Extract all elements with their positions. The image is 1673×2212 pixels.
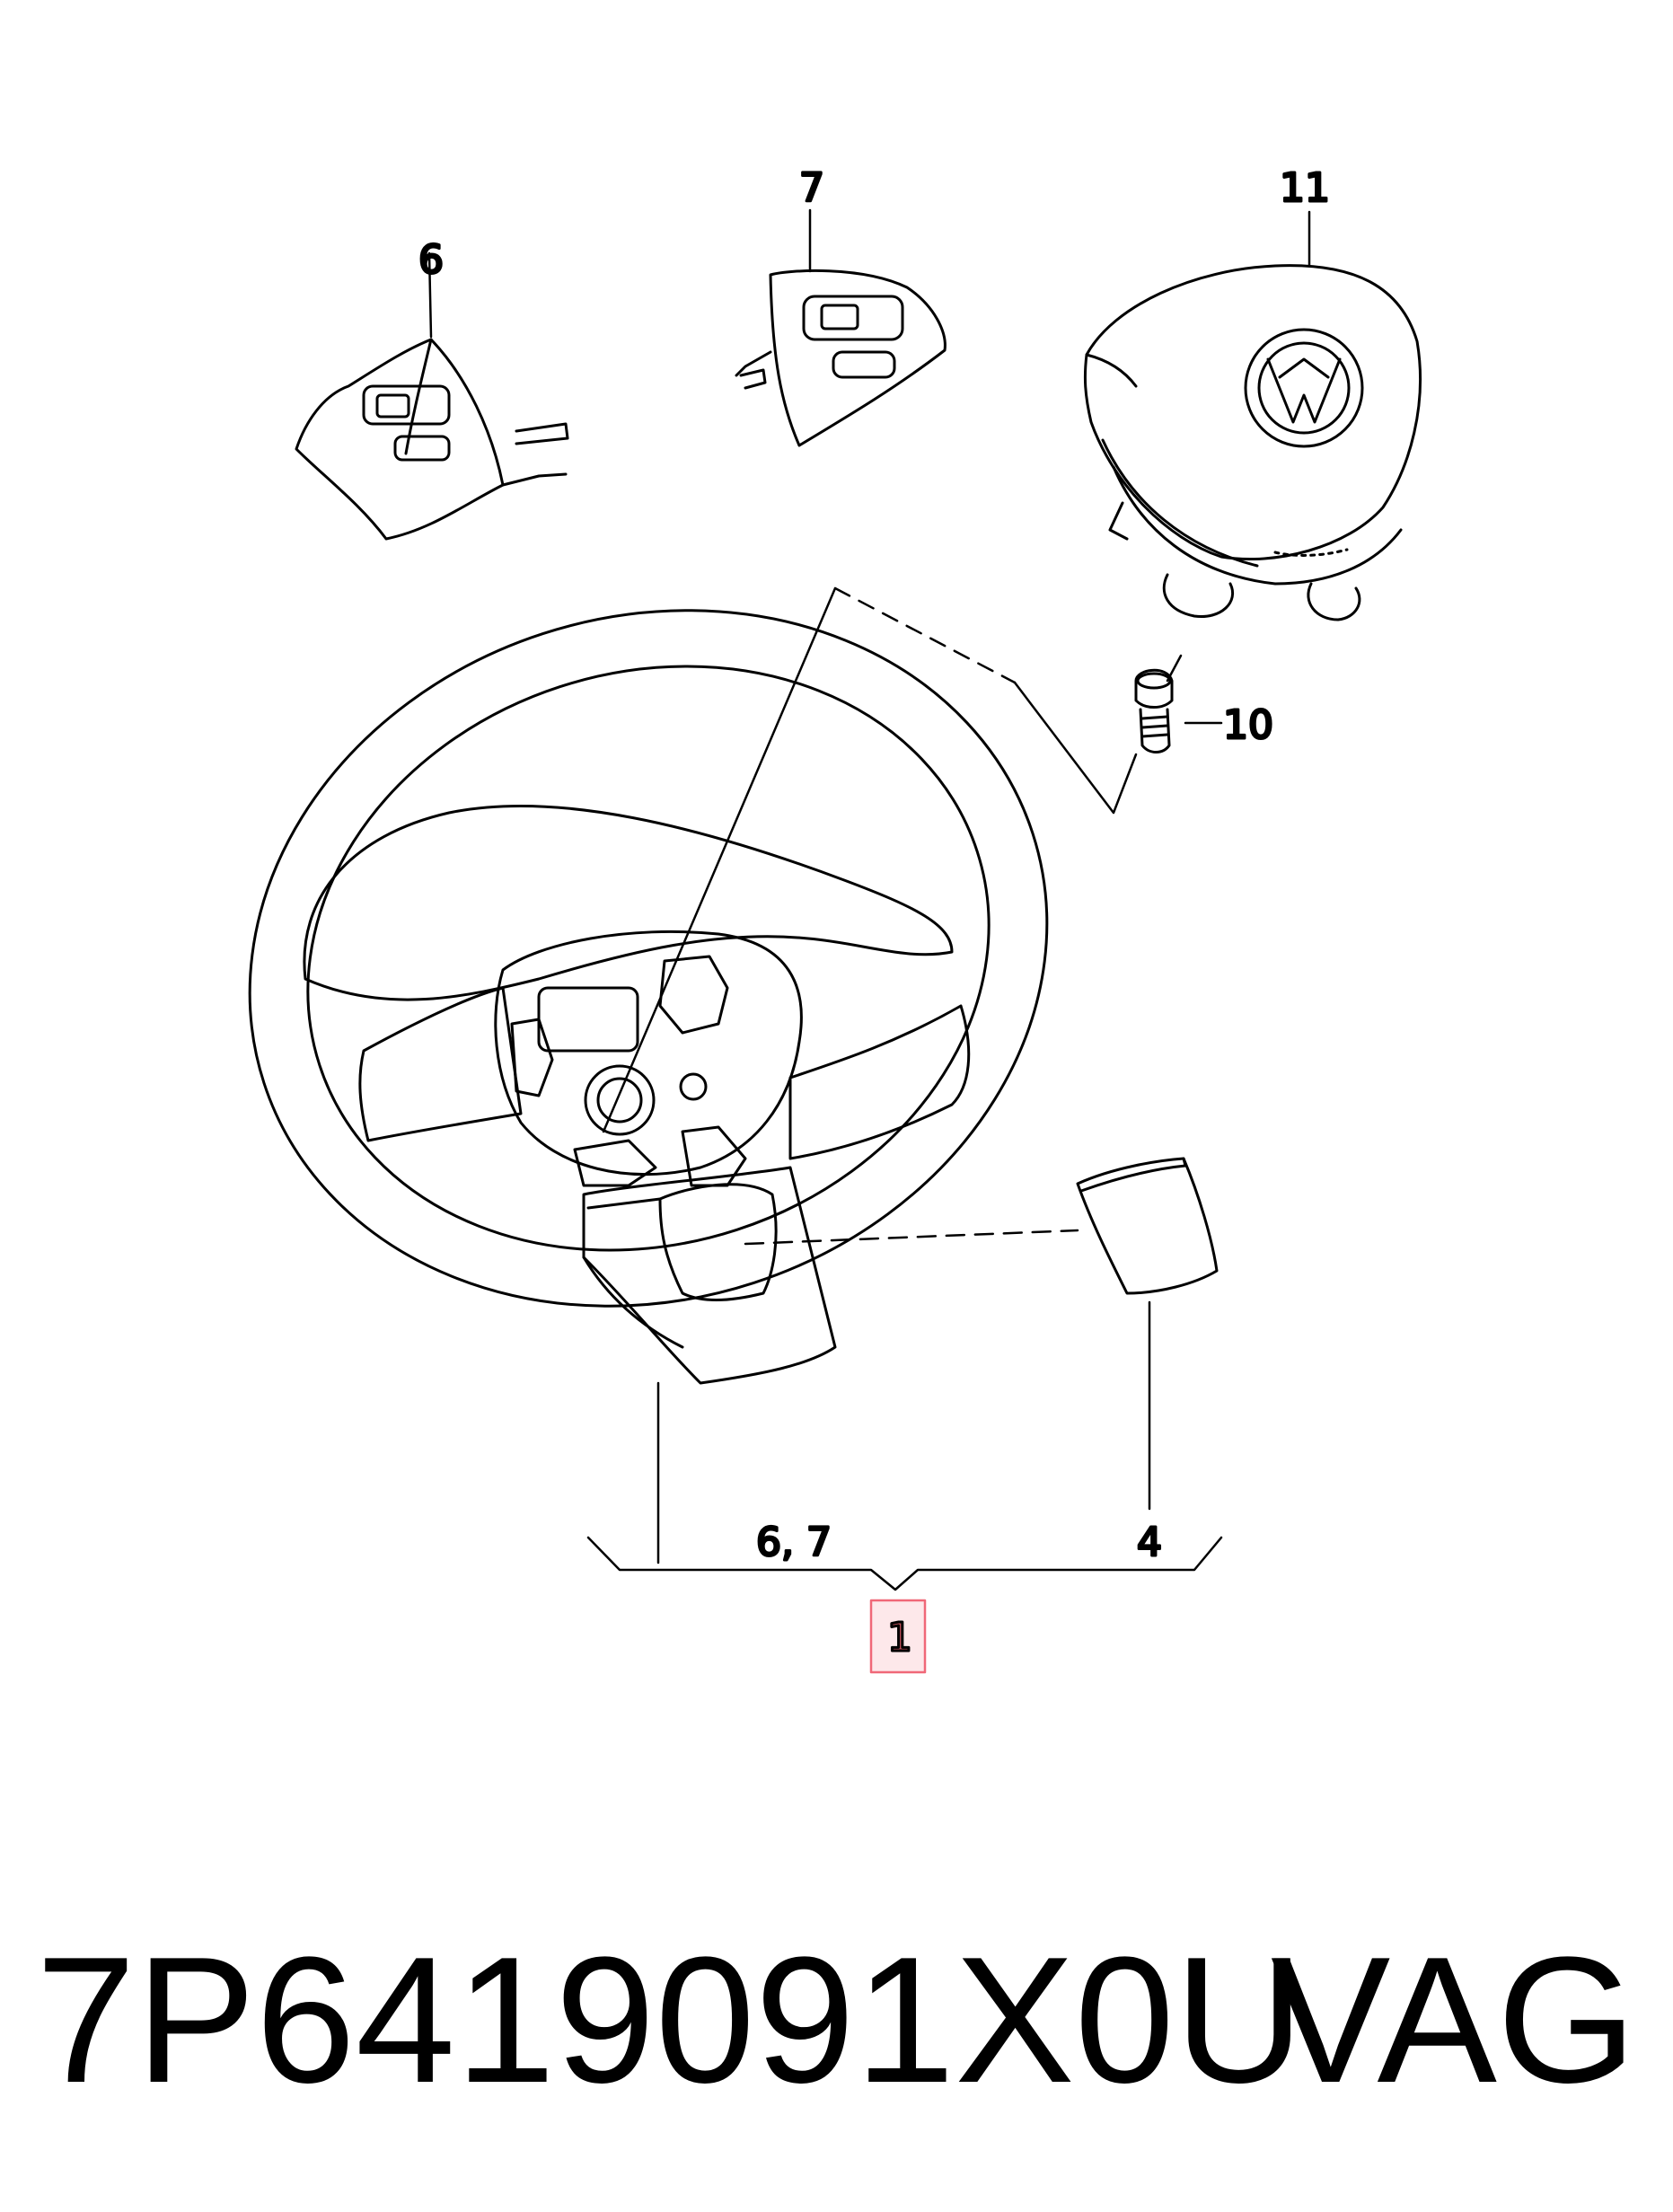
callout-4: 4 <box>1137 1520 1162 1565</box>
left-button-panel-part <box>295 338 569 541</box>
callout-6-7: 6, 7 <box>756 1520 832 1565</box>
callout-11: 11 <box>1280 165 1330 211</box>
callout-7: 7 <box>799 165 824 211</box>
callout-10: 10 <box>1223 702 1273 748</box>
leader-lines <box>427 208 1311 1591</box>
brand-name: VAG <box>1271 1920 1637 2120</box>
part-number: 7P6419091X0U <box>36 1920 1305 2120</box>
steering-wheel-part <box>248 609 1049 1385</box>
trim-cover-part <box>1076 1157 1219 1295</box>
footer: 7P6419091X0U VAG <box>0 1913 1673 2128</box>
bolt-part <box>1134 668 1174 753</box>
airbag-unit-part <box>1083 264 1422 621</box>
callout-1[interactable]: 1 <box>886 1614 914 1662</box>
right-button-panel-part <box>735 269 947 447</box>
callout-6: 6 <box>418 237 444 283</box>
callout-1-highlight-box[interactable] <box>869 1599 927 1674</box>
